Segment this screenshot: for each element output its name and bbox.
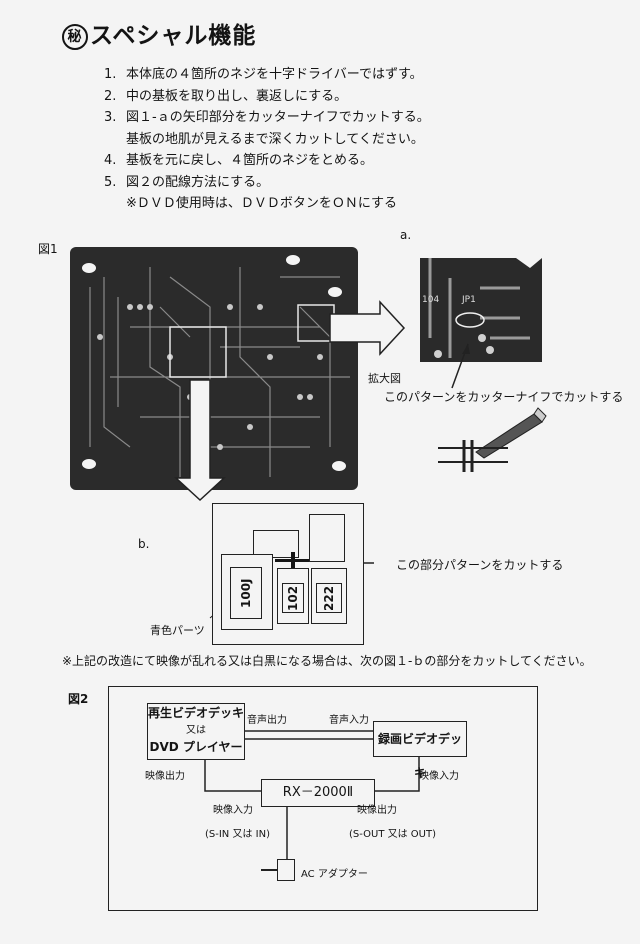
step-2: 2.中の基板を取り出し、裏返しにする。 bbox=[104, 88, 348, 104]
zoom-photo: 104 JP1 bbox=[420, 258, 542, 362]
label-audio-in: 音声入力 bbox=[329, 715, 369, 726]
figure-1-label: 図1 bbox=[38, 242, 58, 256]
step-3-detail: 基板の地肌が見えるまで深くカットしてください。 bbox=[126, 131, 424, 147]
step-3: 3.図１-ａの矢印部分をカッターナイフでカットする。 bbox=[104, 110, 430, 125]
pcb-photo bbox=[70, 247, 358, 490]
player-line3: DVD プレイヤー bbox=[149, 740, 243, 754]
label-audio-out: 音声出力 bbox=[247, 715, 287, 726]
cut-note-b: この部分パターンをカットする bbox=[396, 558, 564, 572]
part-222-label: 222 bbox=[316, 583, 342, 613]
blue-parts-label: 青色パーツ bbox=[150, 624, 205, 637]
wiring-lines bbox=[204, 730, 420, 859]
label-video-in-device: 映像入力 bbox=[213, 805, 253, 816]
player-line1: 再生ビデオデッキ bbox=[148, 706, 245, 720]
device-box: RX－2000Ⅱ bbox=[261, 779, 375, 807]
label-video-out-device: 映像出力 bbox=[357, 805, 397, 816]
step-1: 1.本体底の４箇所のネジを十字ドライバーではずす。 bbox=[104, 67, 423, 82]
part-102-label: 102 bbox=[282, 583, 304, 613]
player-line2: 又は bbox=[186, 725, 206, 736]
zoom-traces: 104 JP1 bbox=[422, 258, 542, 358]
zoom-caption: 拡大図 bbox=[368, 372, 401, 385]
cut-note-a: このパターンをカッターナイフでカットする bbox=[384, 390, 624, 404]
adapter-cord bbox=[261, 869, 277, 871]
step-4: 4.基板を元に戻し、４箇所のネジをとめる。 bbox=[104, 153, 374, 168]
figure-1b-box: 100J 102 222 bbox=[212, 503, 364, 645]
secret-mark-icon: 秘 bbox=[62, 24, 88, 50]
recorder-box: 録画ビデオデッキ bbox=[373, 721, 467, 780]
figure-2-diagram: 再生ビデオデッキ 又は DVD プレイヤー 録画ビデオデッキ RX－2000Ⅱ … bbox=[108, 686, 538, 911]
label-s-out: (S-OUT 又は OUT) bbox=[349, 829, 436, 840]
label-video-in-right: 映像入力 bbox=[419, 771, 459, 782]
figure-1b-label: b. bbox=[138, 537, 150, 551]
label-video-out-left: 映像出力 bbox=[145, 771, 185, 782]
label-s-in: (S-IN 又は IN) bbox=[205, 829, 270, 840]
cut-mark-horizontal bbox=[275, 559, 309, 562]
step-5-note: ※ＤＶＤ使用時は、ＤＶＤボタンをＯＮにする bbox=[126, 196, 398, 211]
part-100j-label: 100J bbox=[230, 567, 262, 619]
component-100j: 100J bbox=[221, 554, 273, 630]
adapter-label: AC アダプター bbox=[301, 869, 368, 880]
component-102: 102 bbox=[277, 568, 309, 624]
figure-2-label: 図2 bbox=[68, 692, 89, 706]
instruction-list: 1.本体底の４箇所のネジを十字ドライバーではずす。 2.中の基板を取り出し、裏返… bbox=[104, 64, 430, 215]
cutter-knife-icon bbox=[438, 407, 547, 472]
component-222: 222 bbox=[311, 568, 347, 624]
warning-note: ※上記の改造にて映像が乱れる又は白黒になる場合は、次の図１-ｂの部分をカットして… bbox=[62, 654, 592, 668]
pcb-traces bbox=[89, 267, 350, 477]
step-5: 5.図２の配線方法にする。 bbox=[104, 174, 270, 190]
title-text: スペシャル機能 bbox=[90, 23, 257, 49]
adapter-box bbox=[277, 859, 295, 881]
figure-1a-label: a. bbox=[400, 228, 412, 242]
component-top-right bbox=[309, 514, 345, 562]
cutter-knife-illustration bbox=[438, 400, 558, 480]
player-box: 再生ビデオデッキ 又は DVD プレイヤー bbox=[147, 703, 245, 760]
zoom-mark-left: 104 bbox=[422, 295, 439, 305]
zoom-mark-right: JP1 bbox=[461, 295, 476, 305]
page-title: 秘スペシャル機能 bbox=[62, 16, 256, 50]
